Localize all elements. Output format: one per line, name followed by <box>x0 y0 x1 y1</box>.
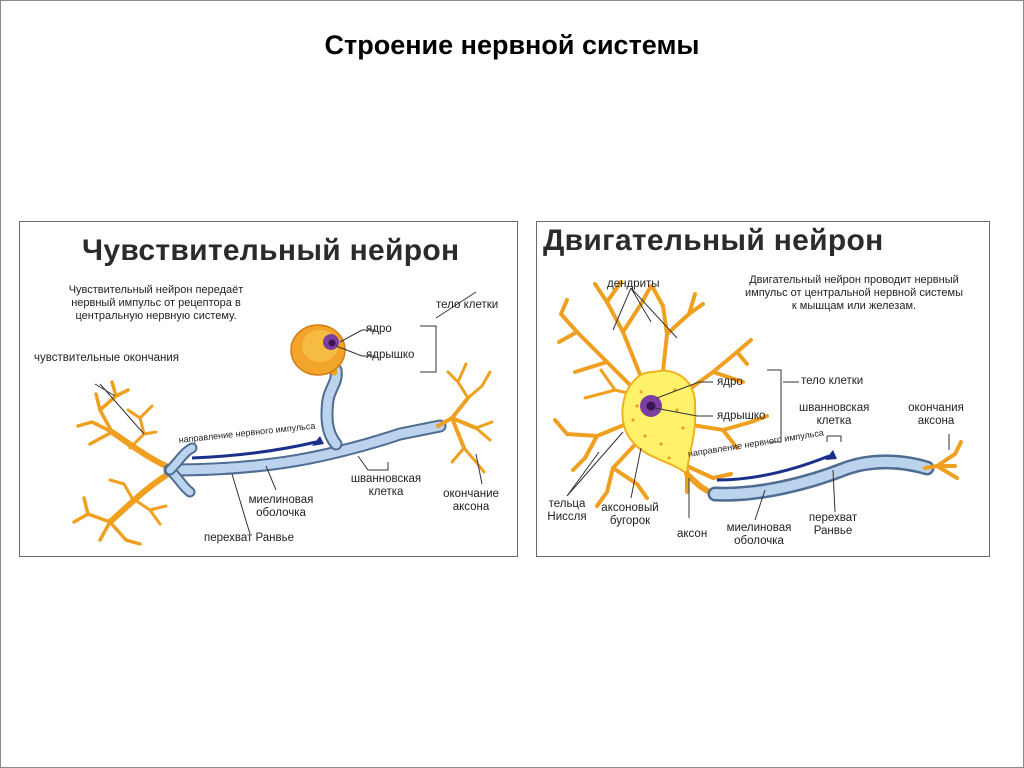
sensory-ranvier-label: перехват Ранвье <box>204 532 295 544</box>
motor-impulse-arrow <box>716 450 837 482</box>
motor-schwann-label: шванновская клетка <box>799 402 870 427</box>
sensory-heading: Чувствительный нейрон <box>82 234 460 267</box>
sensory-endings-label: чувствительные окончания <box>34 352 180 364</box>
sensory-impulse-arrow <box>191 436 324 460</box>
motor-leader-lines <box>566 287 950 521</box>
motor-nissl-bodies <box>631 388 685 460</box>
motor-axon <box>684 440 963 502</box>
motor-cell-body-label: тело клетки <box>801 375 864 387</box>
motor-ranvier-label: перехват Ранвье <box>808 512 858 537</box>
sensory-cell-body <box>290 324 346 376</box>
motor-hillock-label: аксоновый бугорок <box>601 502 659 527</box>
motor-neuron-illustration <box>553 280 963 521</box>
sensory-neuron-panel: Чувствительный нейрон Чувствительный ней… <box>19 221 518 557</box>
sensory-nucleus-label: ядро <box>366 323 392 335</box>
motor-axon-label: аксон <box>677 528 708 540</box>
motor-axon-endings-label: окончания аксона <box>908 402 964 427</box>
motor-myelin-label: миелиновая оболочка <box>726 522 792 547</box>
motor-nucleus-label: ядро <box>717 376 743 388</box>
motor-dendrites-label: дендриты <box>607 278 660 290</box>
motor-description: Двигательный нейрон проводит нервный имп… <box>745 274 963 312</box>
sensory-myelin-axon <box>163 363 447 498</box>
sensory-myelin-label: миелиновая оболочка <box>248 494 314 519</box>
sensory-schwann-label: шванновская клетка <box>350 473 422 498</box>
sensory-nucleolus-label: ядрышко <box>366 349 415 361</box>
sensory-neuron-illustration <box>72 291 494 546</box>
sensory-cell-body-label: тело клетки <box>436 299 499 311</box>
sensory-axon-ending <box>436 362 494 474</box>
motor-neuron-panel: Двигательный нейрон Двигательный нейрон … <box>536 221 990 557</box>
motor-nucleolus-label: ядрышко <box>717 410 766 422</box>
motor-cell-body <box>621 369 697 477</box>
sensory-leader-lines <box>94 291 483 535</box>
sensory-axon-ending-label: окончание аксона <box>443 488 499 513</box>
motor-heading: Двигательный нейрон <box>543 224 884 257</box>
sensory-nucleolus <box>328 339 336 347</box>
motor-nissl-label: тельца Ниссля <box>547 498 587 523</box>
slide-title: Строение нервной системы <box>324 30 700 60</box>
sensory-endings <box>72 380 178 546</box>
motor-nucleolus <box>646 401 656 411</box>
sensory-description: Чувствительный нейрон передаёт нервный и… <box>68 284 244 322</box>
